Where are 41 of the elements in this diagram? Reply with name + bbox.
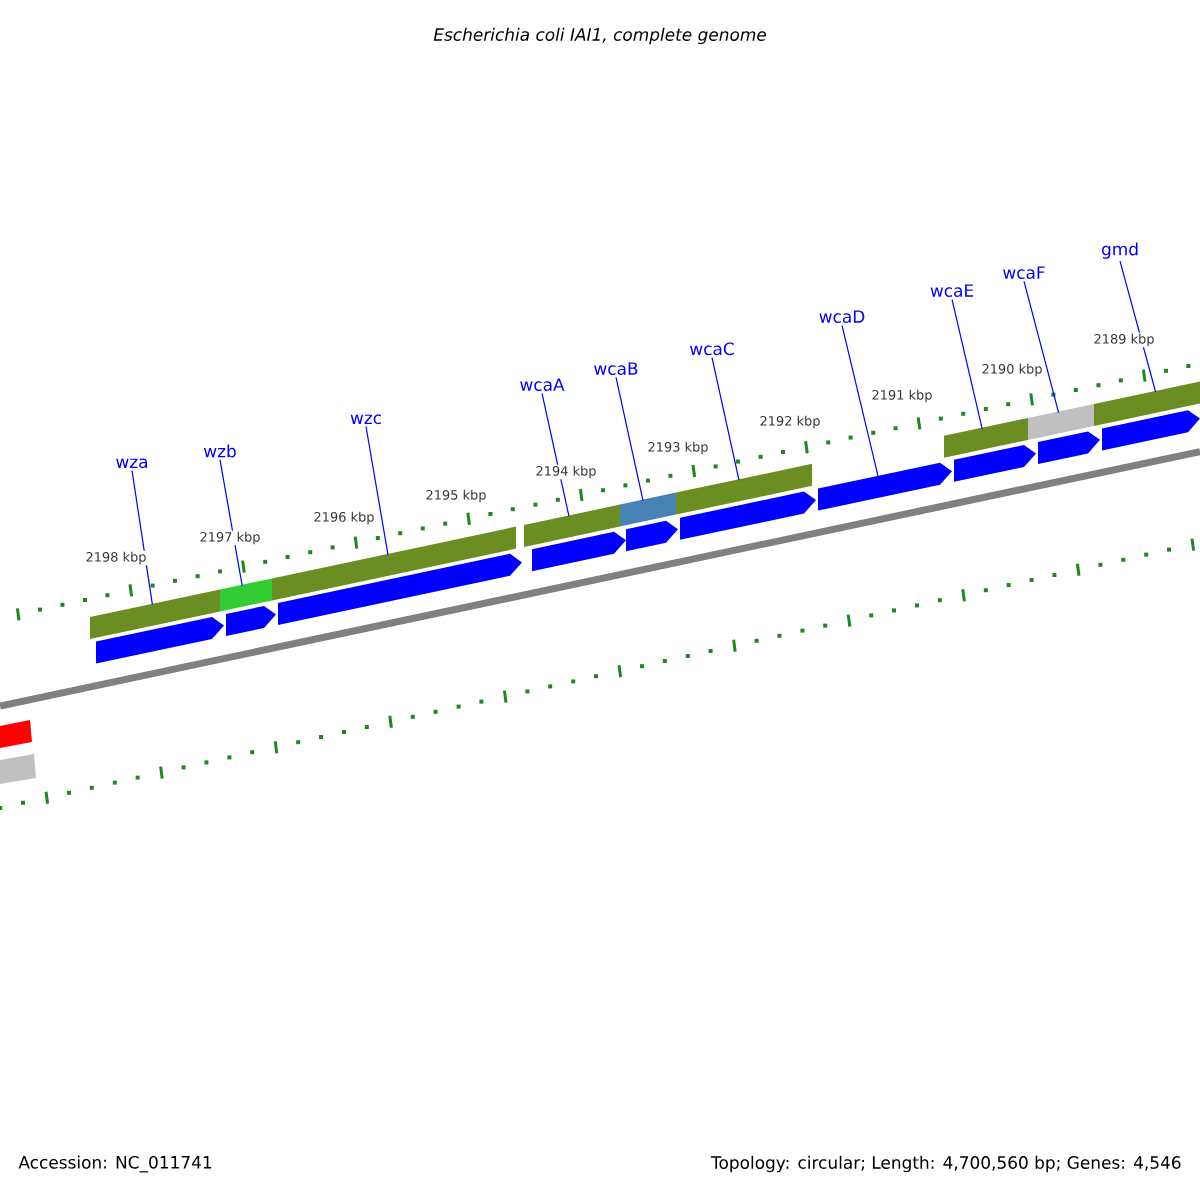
- leader-line: [951, 298, 983, 430]
- feature-bar: [944, 418, 1028, 458]
- gene-label: wcaA: [520, 378, 565, 391]
- gene-block: [954, 445, 1036, 482]
- gene-label: wcaF: [1003, 266, 1045, 279]
- gene-label: wcaE: [930, 284, 974, 297]
- gene-label: wcaC: [690, 342, 734, 356]
- feature-bar: [0, 754, 36, 784]
- feature-bar: [524, 504, 620, 547]
- gene-label: wzb: [204, 444, 236, 458]
- gene-label: wzc: [350, 414, 381, 425]
- leader-line: [1023, 280, 1060, 414]
- leader-line: [365, 425, 389, 556]
- leader-line: [131, 469, 153, 606]
- feature-bar: [1094, 381, 1200, 426]
- gene-block: [1038, 431, 1100, 464]
- gene-label: wcaB: [594, 362, 638, 375]
- gene-block: [626, 520, 678, 552]
- feature-bar: [620, 492, 676, 527]
- gene-block: [278, 553, 522, 625]
- gene-label: wcaD: [819, 310, 865, 323]
- feature-bar: [272, 526, 516, 601]
- leader-line: [841, 324, 879, 478]
- feature-bar: [220, 578, 272, 612]
- genome-info-text: Topology: circular; Length: 4,700,560 bp; Genes: 4,546: [710, 1155, 1181, 1173]
- feature-bar: [0, 720, 32, 748]
- title: Escherichia coli IAI1, complete genome: [433, 27, 766, 45]
- gene-block: [1102, 410, 1200, 451]
- leader-line: [219, 459, 243, 587]
- feature-bar: [1028, 404, 1094, 440]
- gene-label: gmd: [1101, 242, 1138, 259]
- feature-bar: [676, 463, 812, 515]
- gene-block: [96, 617, 224, 664]
- gene-block: [680, 491, 816, 540]
- gene-block: [226, 606, 276, 636]
- leader-line: [541, 392, 570, 517]
- gene-block: [818, 462, 952, 511]
- feature-bar: [90, 589, 220, 639]
- accession-text: Accession: NC_011741: [18, 1155, 212, 1173]
- gene-label: wza: [116, 458, 148, 469]
- leader-line: [1119, 260, 1157, 393]
